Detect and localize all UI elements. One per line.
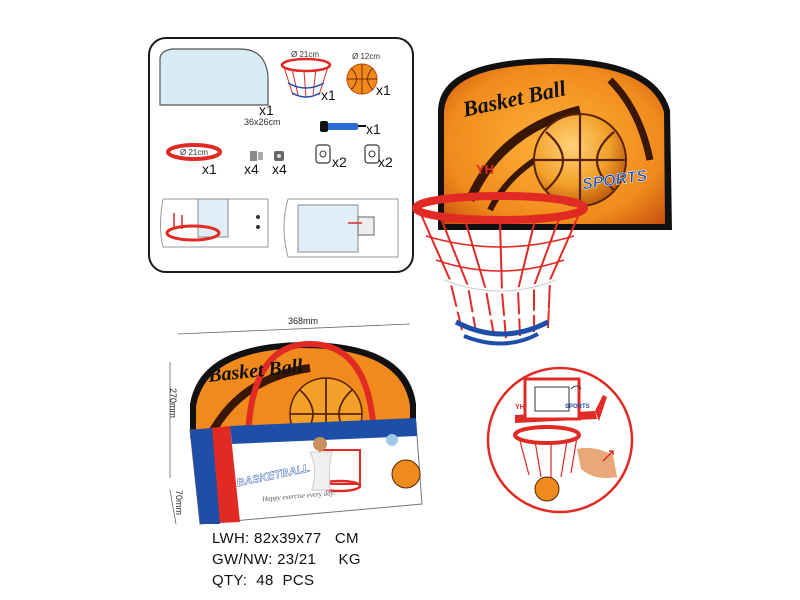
screws-part-icon	[250, 151, 263, 161]
rim-part-icon	[166, 143, 222, 161]
backboard-part-icon	[159, 48, 269, 106]
spec-qty: QTY: 48 PCS	[212, 572, 315, 589]
brand-logo: YH	[476, 162, 495, 177]
package-width-label: 368mm	[288, 316, 319, 326]
spec-lwh: LWH: 82x39x77 CM	[212, 530, 359, 547]
package-depth-label: 70mm	[174, 490, 184, 516]
backboard-ball	[533, 113, 627, 207]
package-height-label: 270mm	[168, 388, 178, 419]
product-illustration	[412, 58, 672, 346]
hoop-net	[419, 211, 581, 346]
nuts-part-icon	[274, 151, 284, 161]
installation-detail-illustration	[486, 366, 634, 514]
package-rim	[245, 340, 377, 437]
hoop-rim	[412, 192, 588, 224]
ball-qty: x1	[376, 82, 391, 98]
hooks-b-qty: x2	[378, 154, 393, 170]
installation-logo: YH	[515, 404, 525, 411]
hoop-diameter: Ø 21cm	[291, 50, 320, 59]
installation-sports-label: SPORTS	[565, 404, 590, 410]
pump-qty: x1	[366, 121, 381, 137]
hooks-b-part-icon	[364, 144, 380, 164]
backboard-size: 36x26cm	[244, 117, 281, 127]
spec-gwnw: GW/NW: 23/21 KG	[212, 551, 361, 568]
hoop-net-part-icon	[280, 57, 332, 98]
hoop-qty: x1	[321, 87, 336, 103]
install-step-1-icon	[160, 198, 269, 248]
rim-diameter: Ø 21cm	[180, 148, 209, 157]
backboard-qty: x1	[259, 102, 274, 118]
package-illustration	[169, 323, 423, 525]
hooks-a-part-icon	[315, 144, 331, 164]
hooks-a-qty: x2	[332, 154, 347, 170]
pump-part-icon	[320, 121, 366, 132]
ball-diameter: Ø 12cm	[352, 52, 381, 61]
install-step-2-icon	[283, 198, 399, 258]
rim-qty: x1	[202, 161, 217, 177]
nuts-qty: x4	[272, 161, 287, 177]
contents-illustrations	[159, 48, 399, 258]
screws-qty: x4	[244, 161, 259, 177]
ball-part-icon	[346, 63, 378, 95]
